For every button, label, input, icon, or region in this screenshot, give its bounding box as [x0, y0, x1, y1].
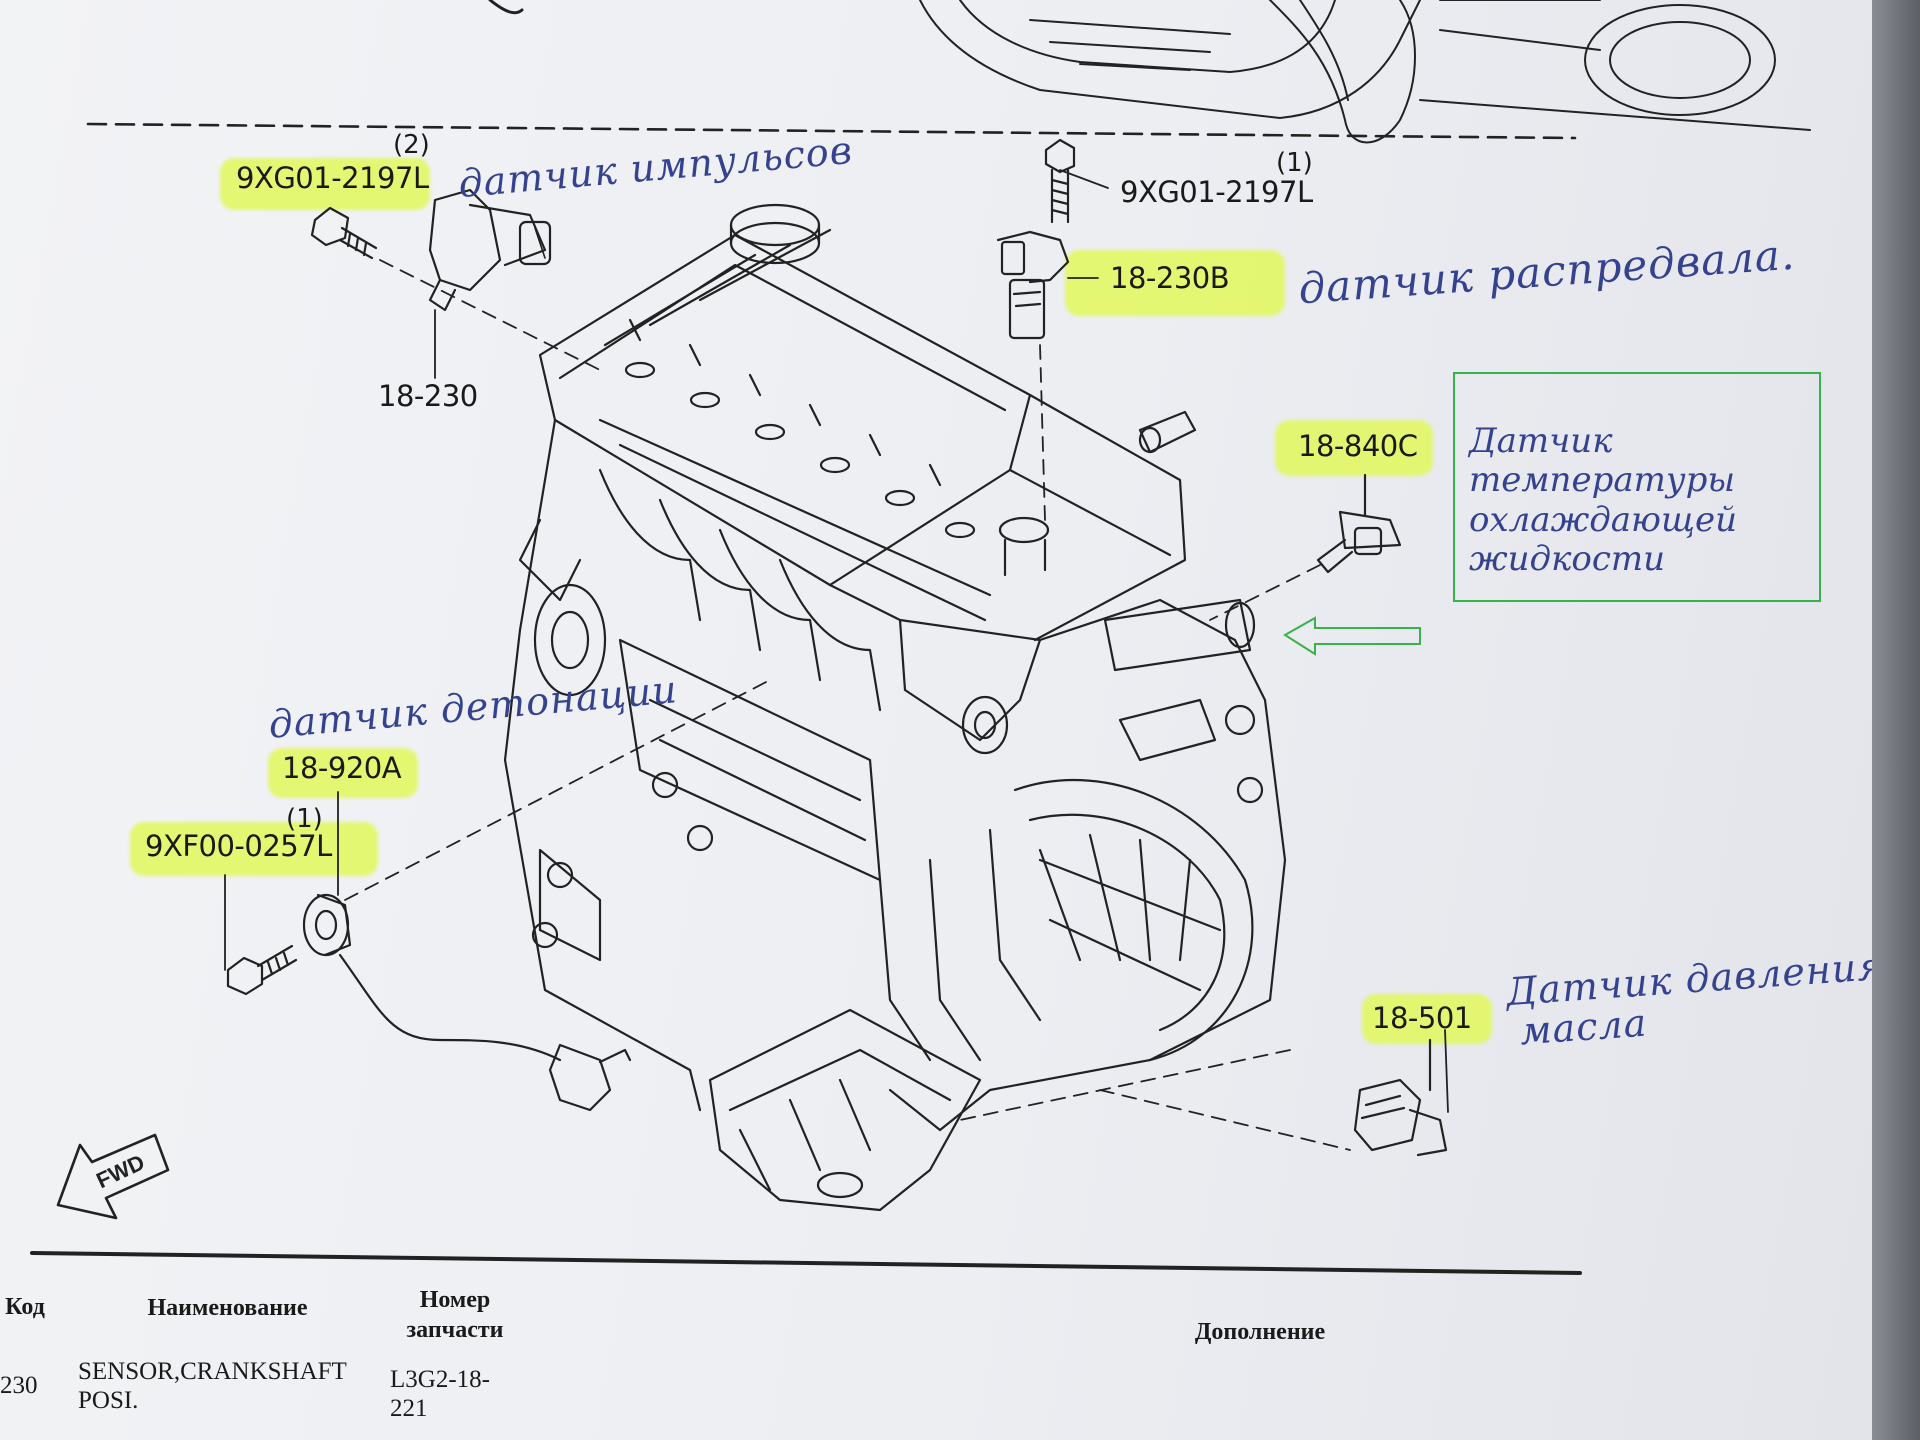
- header-part-number-line2: запчасти: [406, 1317, 504, 1343]
- code-bolt-crank: 9XG01-2197L: [236, 161, 429, 195]
- engine-diagram: FWD: [30, 0, 1811, 1275]
- highlight-knock-sensor: [268, 748, 418, 798]
- coolant-temperature-sensor: [1316, 473, 1402, 574]
- bolt-crank-sensor: [310, 206, 378, 260]
- qty-bolt-cam: (1): [1276, 148, 1313, 178]
- cell-name-line1: SENSOR,CRANKSHAFT: [78, 1358, 347, 1385]
- highlight-oil-sensor: [1362, 994, 1492, 1044]
- code-bolt-cam: 9XG01-2197L: [1120, 175, 1313, 209]
- crankshaft-sensor: [428, 188, 552, 312]
- knock-sensor: [302, 893, 632, 1112]
- oil-pressure-sensor: [1353, 1038, 1448, 1157]
- code-crankshaft-sensor: 18-230: [378, 379, 478, 413]
- engine-block: [503, 203, 1287, 1212]
- cell-part-line2: 221: [390, 1395, 428, 1422]
- cell-name-line2: POSI.: [78, 1387, 139, 1414]
- code-knock-sensor: 18-920A: [282, 751, 402, 785]
- fwd-label: FWD: [92, 1149, 148, 1193]
- catalog-page: FWD (2) 9XG01-2197L 18-230 (1) 9XG01-219…: [0, 0, 1872, 1440]
- code-coolant-sensor: 18-840C: [1298, 429, 1418, 463]
- highlight-bolt-knock: [130, 822, 378, 876]
- bolt-knock-sensor: [226, 944, 298, 996]
- table-rule: [30, 1251, 1582, 1275]
- highlight-coolant-sensor: [1275, 420, 1433, 476]
- code-bolt-knock: 9XF00-0257L: [145, 829, 332, 863]
- qty-bolt-crank: (2): [393, 130, 430, 160]
- camshaft-sensor: [996, 230, 1070, 340]
- note-oil-pressure-line2: масла: [1518, 1000, 1649, 1054]
- bolt-camshaft-sensor: [1044, 138, 1076, 224]
- fwd-arrow: [56, 1133, 170, 1220]
- green-arrow: [1283, 616, 1421, 656]
- code-camshaft-sensor: 18-230B: [1110, 261, 1230, 295]
- cell-code: 230: [0, 1372, 38, 1399]
- highlight-cam-sensor: [1065, 250, 1285, 316]
- header-name: Наименование: [147, 1295, 308, 1321]
- header-code: Код: [5, 1294, 45, 1320]
- header-notes: Дополнение: [1194, 1319, 1326, 1345]
- cell-part-line1: L3G2-18-: [390, 1366, 490, 1393]
- qty-bolt-knock: (1): [286, 804, 323, 834]
- dashed-separator: [86, 122, 1577, 140]
- coolant-note-box: Датчик температуры охлаждающей жидкости: [1453, 372, 1821, 602]
- car-outline: [488, 0, 1811, 144]
- page-edge-shadow: [1872, 0, 1920, 1440]
- header-part-number-line1: Номер: [419, 1287, 491, 1313]
- code-oil-pressure-sensor: 18-501: [1372, 1001, 1472, 1035]
- highlight-bolt-crank: [220, 158, 430, 210]
- note-coolant-sensor: Датчик температуры охлаждающей жидкости: [1469, 421, 1738, 580]
